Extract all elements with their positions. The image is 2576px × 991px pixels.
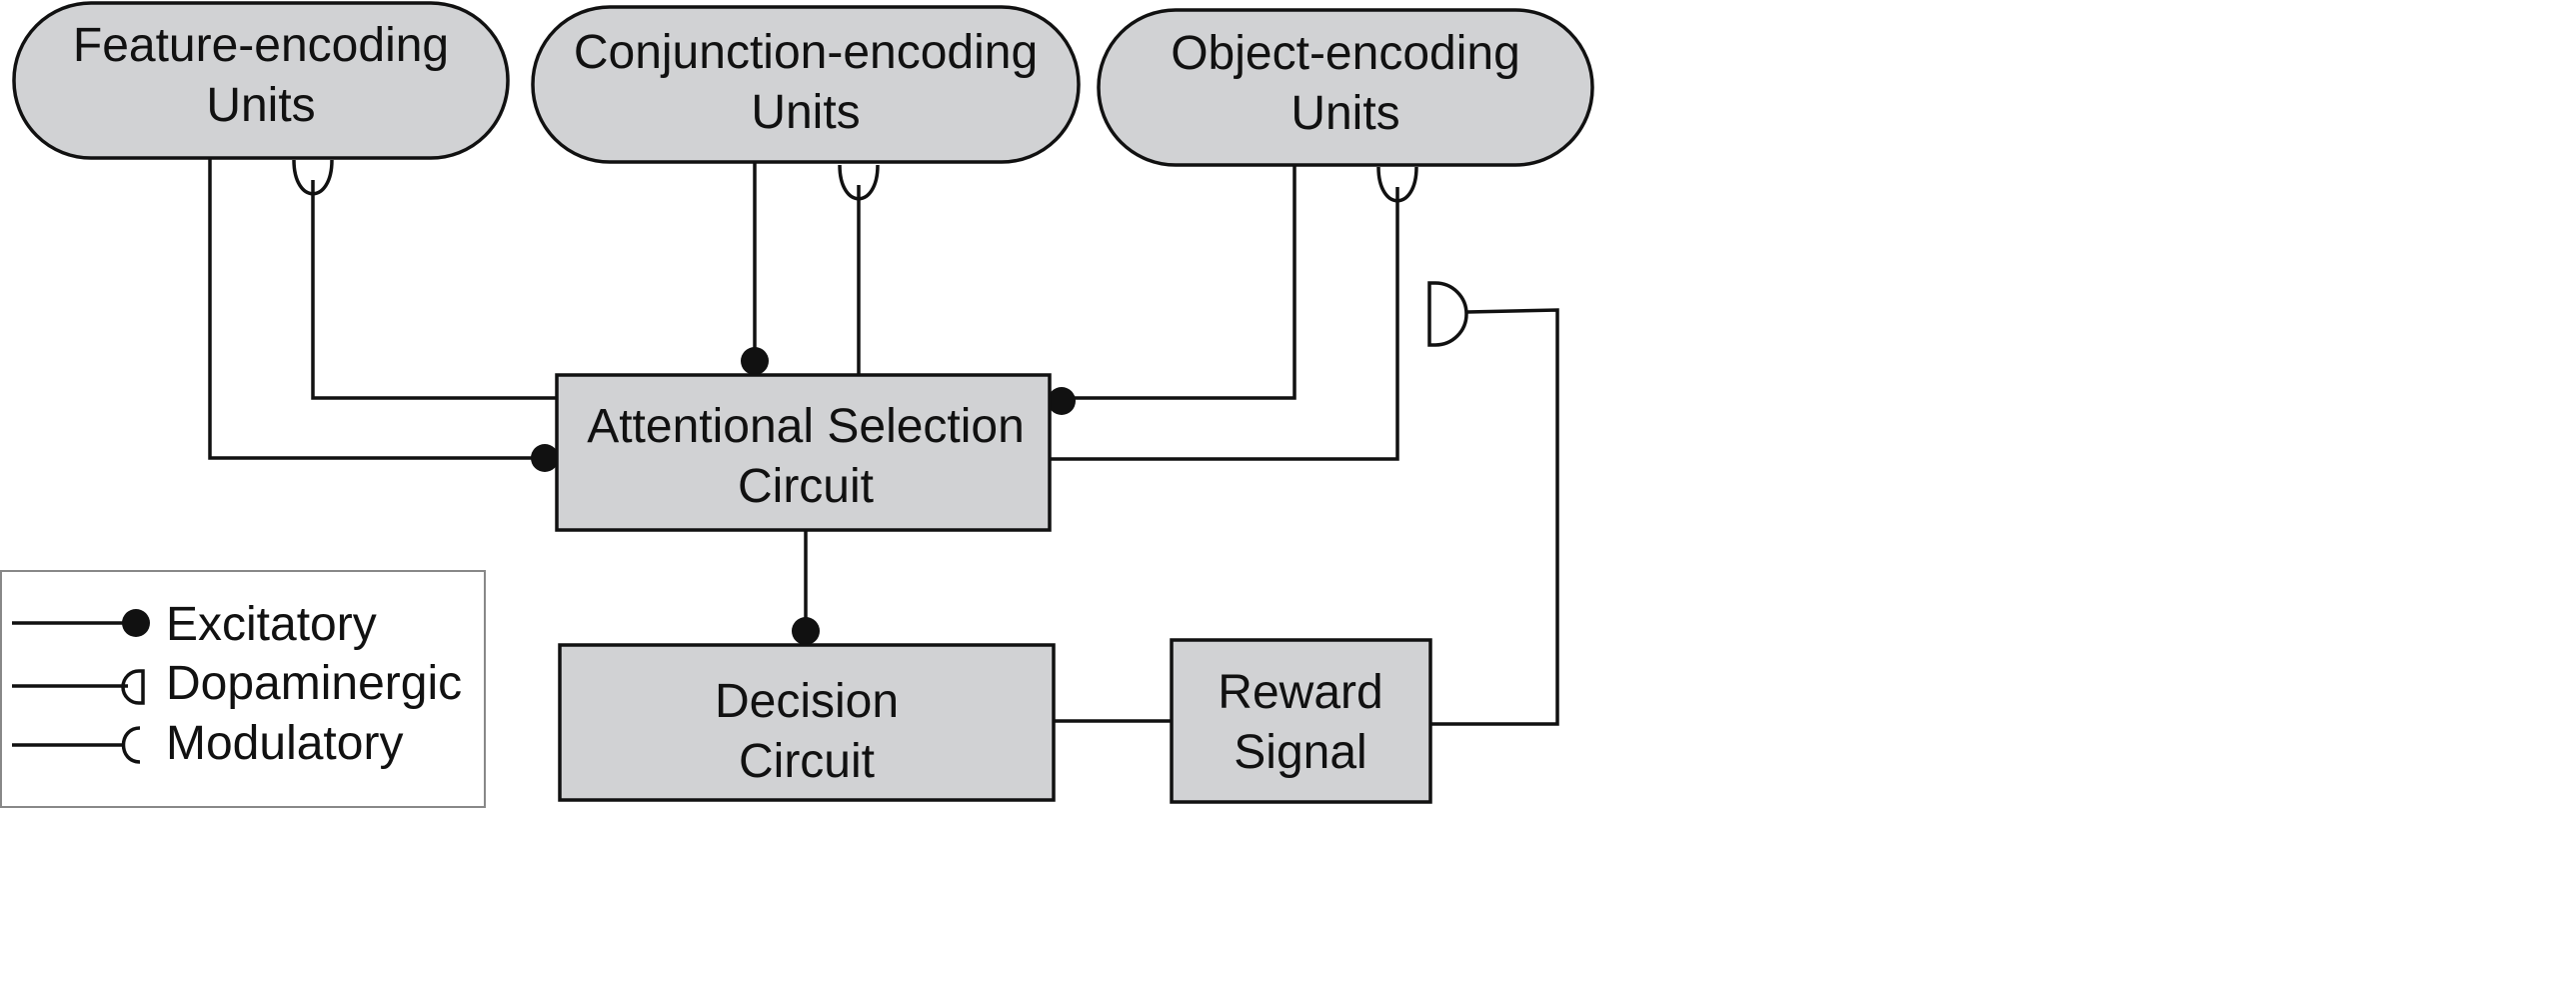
reward-to-dopamine-wire — [1430, 308, 1559, 726]
feature-to-attention-wire — [208, 159, 545, 460]
attention-to-object-modulatory-terminal — [1376, 166, 1418, 203]
attention-to-feature-wire — [311, 180, 557, 400]
conjunction-node-line2: Units — [751, 86, 860, 139]
node-reward-signal: Reward Signal — [1170, 638, 1432, 804]
attention-to-feature-modulatory-terminal — [292, 159, 334, 196]
object-node-line1: Object-encoding — [1171, 27, 1520, 80]
feature-node-line2: Units — [206, 79, 315, 132]
feature-to-attention-excitatory-terminal — [531, 444, 559, 472]
legend-excitatory: Excitatory — [12, 598, 377, 651]
legend-excitatory-label: Excitatory — [166, 598, 377, 651]
node-conjunction-encoding-units: Conjunction-encoding Units — [531, 5, 1081, 164]
reward-node-line1: Reward — [1218, 666, 1382, 719]
attention-to-object-wire — [1050, 187, 1399, 461]
legend-dopaminergic-label: Dopaminergic — [166, 657, 462, 710]
object-node-line2: Units — [1290, 87, 1399, 140]
object-to-attention-excitatory-terminal — [1048, 387, 1076, 415]
legend-modulatory-label: Modulatory — [166, 717, 403, 770]
reward-node-line2: Signal — [1234, 726, 1366, 779]
attention-to-conjunction-modulatory-terminal — [838, 164, 880, 201]
attention-node-line1: Attentional Selection — [587, 400, 1025, 453]
legend-dopaminergic: Dopaminergic — [12, 657, 462, 710]
node-attentional-selection-circuit: Attentional Selection Circuit — [555, 373, 1052, 532]
conjunction-node-line1: Conjunction-encoding — [574, 26, 1038, 79]
conjunction-to-attention-excitatory-terminal — [741, 347, 769, 375]
attention-to-decision-excitatory-terminal — [792, 617, 820, 645]
legend-dopaminergic-symbol — [121, 669, 145, 705]
node-decision-circuit: Decision Circuit — [558, 643, 1056, 802]
legend-modulatory: Modulatory — [12, 717, 403, 770]
attention-node-line2: Circuit — [738, 460, 874, 513]
legend-excitatory-symbol — [122, 609, 150, 637]
legend: Excitatory Dopaminergic Modulatory — [0, 570, 486, 808]
feature-node-line1: Feature-encoding — [73, 19, 449, 72]
reward-dopaminergic-terminal — [1427, 281, 1468, 347]
object-to-attention-wire — [1062, 165, 1296, 400]
node-feature-encoding-units: Feature-encoding Units — [12, 1, 510, 160]
decision-node-line1: Decision — [715, 675, 899, 728]
decision-node-line2: Circuit — [739, 735, 875, 788]
connections — [208, 159, 1559, 726]
legend-box — [0, 570, 486, 808]
node-object-encoding-units: Object-encoding Units — [1097, 8, 1594, 167]
legend-modulatory-symbol — [121, 726, 141, 764]
